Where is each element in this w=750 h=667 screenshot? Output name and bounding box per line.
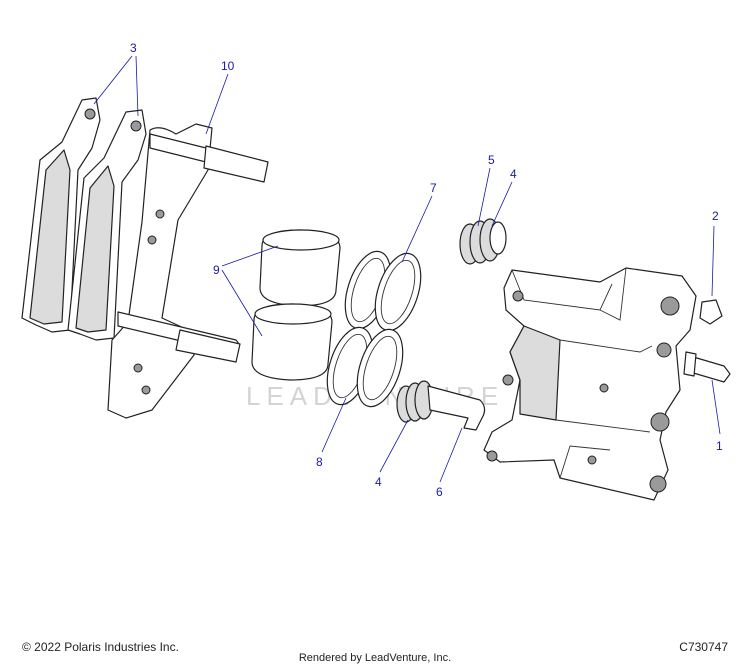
callout-5: 5 [488, 153, 495, 167]
callout-6: 6 [436, 485, 443, 499]
slide-pin-lower [396, 380, 486, 431]
callout-4-upper: 4 [510, 167, 517, 181]
seal-upper-b [374, 252, 422, 332]
caliper-housing [483, 267, 697, 501]
callout-labels: 1 2 3 4 4 5 6 7 8 9 10 [130, 41, 723, 499]
callout-10: 10 [221, 59, 235, 73]
bleeder-screw [683, 351, 731, 383]
callout-4-lower: 4 [375, 475, 382, 489]
piston-lower [251, 303, 333, 381]
leader-lines [93, 55, 721, 483]
caliper-bracket [107, 123, 269, 419]
seal-lower-b [356, 328, 404, 408]
bleeder-cap [699, 299, 723, 325]
brake-pad-outer [21, 97, 101, 333]
copyright-text: © 2022 Polaris Industries Inc. [22, 640, 179, 654]
callout-9: 9 [213, 263, 220, 277]
slide-pin-boot-upper [459, 218, 507, 265]
diagram-code: C730747 [679, 640, 728, 654]
callout-1: 1 [716, 439, 723, 453]
piston-upper [259, 229, 341, 307]
callout-8: 8 [316, 455, 323, 469]
callout-2: 2 [712, 209, 719, 223]
callout-3: 3 [130, 41, 137, 55]
brake-pad-inner [67, 109, 147, 341]
callout-7: 7 [430, 181, 437, 195]
rendered-by-text: Rendered by LeadVenture, Inc. [298, 652, 452, 664]
